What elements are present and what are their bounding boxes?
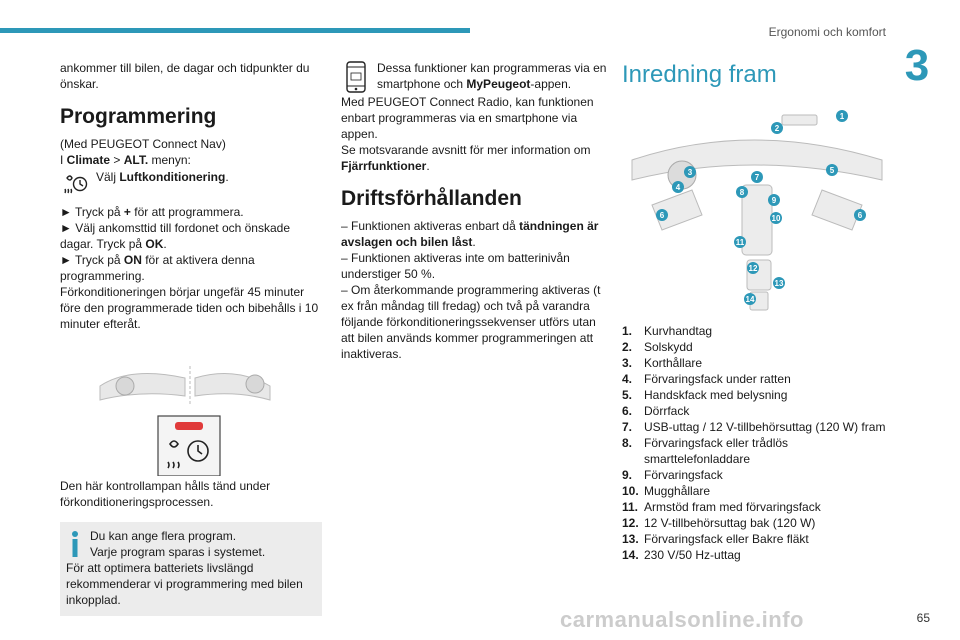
- watermark: carmanualsonline.info: [560, 607, 804, 632]
- svg-text:3: 3: [688, 168, 693, 177]
- menu-path: I Climate > ALT. menyn:: [60, 153, 191, 167]
- svg-text:11: 11: [736, 238, 745, 247]
- step-2: ► Välj ankomsttid till fordonet och önsk…: [60, 221, 290, 251]
- svg-text:14: 14: [746, 295, 755, 304]
- intro-text: ankommer till bilen, de dagar och tidpun…: [60, 61, 310, 91]
- column-left: ankommer till bilen, de dagar och tidpun…: [60, 60, 322, 616]
- svg-text:4: 4: [676, 183, 681, 192]
- list-item: 14.230 V/50 Hz-uttag: [622, 548, 741, 562]
- condition-3: – Om återkommande programmering aktivera…: [341, 283, 601, 361]
- list-item: 11.Armstöd fram med förvaringsfack: [622, 500, 821, 514]
- svg-text:13: 13: [775, 279, 784, 288]
- heading-driftsforhallanden: Driftsförhållanden: [341, 187, 522, 210]
- select-ac-text: Välj Luftkonditionering.: [96, 170, 229, 184]
- select-ac-row: Välj Luftkonditionering.: [60, 168, 322, 198]
- list-item: 7.USB-uttag / 12 V-tillbehörsuttag (120 …: [622, 420, 886, 434]
- list-item: 1.Kurvhandtag: [622, 324, 713, 338]
- interior-item-list: 1.Kurvhandtag 2.Solskydd 3.Korthållare 4…: [622, 323, 888, 563]
- svg-text:7: 7: [755, 173, 760, 182]
- list-item: 8.Förvaringsfack eller trådlös smarttele…: [622, 436, 789, 466]
- svg-text:6: 6: [858, 211, 863, 220]
- chapter-title: Ergonomi och komfort: [768, 25, 886, 39]
- svg-text:6: 6: [660, 211, 665, 220]
- smartphone-text: Dessa funktioner kan programmeras via en…: [377, 61, 607, 91]
- info-line-1: Du kan ange flera program.: [90, 529, 237, 543]
- svg-text:8: 8: [740, 188, 745, 197]
- svg-text:5: 5: [830, 166, 835, 175]
- list-item: 12.12 V-tillbehörsuttag bak (120 W): [622, 516, 816, 530]
- callout-badges: 1 2 3 4 5 6 6 7 8 9 10 11 12 13 14: [656, 110, 866, 305]
- page-number: 65: [916, 611, 930, 625]
- list-item: 9.Förvaringsfack: [622, 468, 723, 482]
- list-item: 5.Handskfack med belysning: [622, 388, 788, 402]
- condition-1: – Funktionen aktiveras enbart då tändnin…: [341, 219, 599, 249]
- list-item: 10.Mugghållare: [622, 484, 711, 498]
- column-right: Inredning fram 1 2 3 4 5 6 6 7: [622, 60, 888, 563]
- chapter-number: 3: [904, 41, 930, 90]
- see-also-text: Se motsvarande avsnitt för mer informati…: [341, 143, 591, 173]
- condition-2: – Funktionen aktiveras inte om batterini…: [341, 251, 570, 281]
- svg-text:12: 12: [749, 264, 758, 273]
- warning-lamp-figure: [60, 346, 322, 477]
- dashboard-illustration: [99, 366, 271, 477]
- heading-programmering: Programmering: [60, 105, 217, 128]
- svg-text:10: 10: [772, 214, 781, 223]
- preconditioning-icon: [60, 168, 90, 198]
- info-icon: [72, 531, 78, 557]
- step-1: ► Tryck på + för att programmera.: [60, 205, 244, 219]
- column-middle: Dessa funktioner kan programmeras via en…: [341, 60, 607, 362]
- info-box: Du kan ange flera program. Varje program…: [60, 522, 322, 616]
- list-item: 3.Korthållare: [622, 356, 703, 370]
- list-item: 4.Förvaringsfack under ratten: [622, 372, 791, 386]
- preconditioning-timing-text: Förkonditioneringen börjar ungefär 45 mi…: [60, 285, 319, 331]
- heading-inredning-fram: Inredning fram: [622, 61, 777, 88]
- radio-text: Med PEUGEOT Connect Radio, kan funktione…: [341, 95, 594, 141]
- list-item: 6.Dörrfack: [622, 404, 690, 418]
- svg-text:1: 1: [840, 112, 845, 121]
- info-line-2: Varje program sparas i systemet.: [90, 545, 266, 559]
- info-battery-text: För att optimera batteriets livslängd re…: [66, 561, 303, 607]
- connect-nav-note: (Med PEUGEOT Connect Nav): [60, 137, 226, 151]
- smartphone-row: Dessa funktioner kan programmeras via en…: [341, 60, 607, 94]
- svg-text:9: 9: [772, 196, 777, 205]
- step-3: ► Tryck på ON för at aktivera denna prog…: [60, 253, 255, 283]
- interior-diagram: 1 2 3 4 5 6 6 7 8 9 10 11 12 13 14: [622, 100, 888, 315]
- svg-text:2: 2: [775, 124, 780, 133]
- list-item: 2.Solskydd: [622, 340, 693, 354]
- lamp-text: Den här kontrollampan hålls tänd under f…: [60, 479, 271, 509]
- header-accent-bar: [0, 28, 470, 33]
- list-item: 13.Förvaringsfack eller Bakre fläkt: [622, 532, 809, 546]
- smartphone-icon: [341, 60, 371, 94]
